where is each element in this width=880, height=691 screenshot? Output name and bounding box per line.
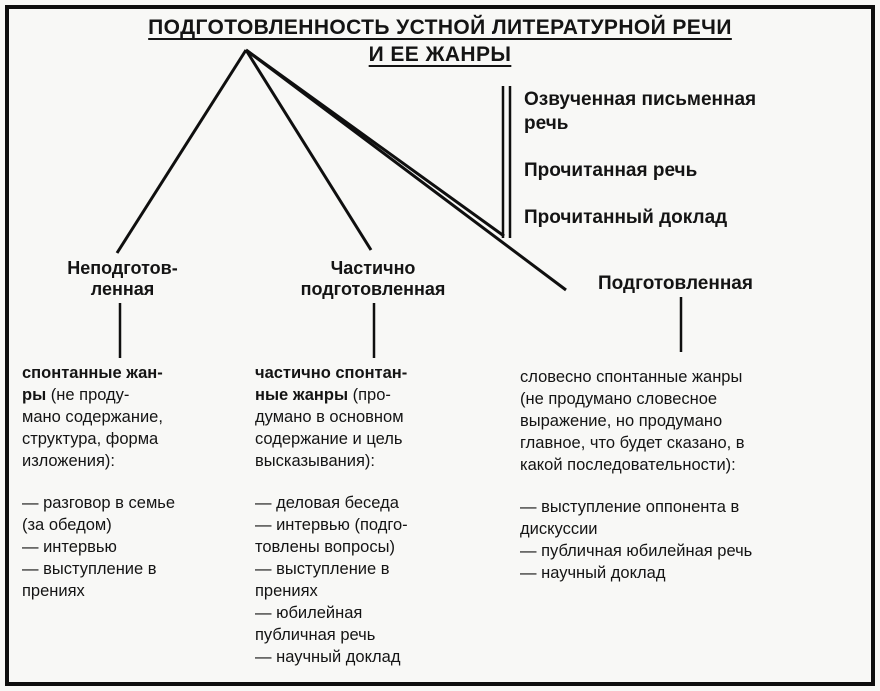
column-prepared: словесно спонтанные жанры (не продумано … (520, 366, 865, 584)
genre-item: — интервью (22, 538, 117, 556)
genre-item: — выступление оппонента в дискуссии (520, 498, 740, 538)
fan-line-to-prepared (245, 48, 567, 292)
column-unprepared: спонтанные жан- ры (не проду- мано содер… (22, 362, 232, 602)
genre-lead-rest: (не проду- мано содержание, структура, ф… (22, 386, 163, 470)
genre-lead-rest: (про- думано в основном содержание и цел… (255, 386, 404, 470)
genre-lead-rest: словесно спонтанные жанры (не продумано … (520, 368, 745, 474)
genre-list-unprepared: — разговор в семье (за обедом) — интервь… (22, 492, 232, 602)
diagram-title: ПОДГОТОВЛЕННОСТЬ УСТНОЙ ЛИТЕРАТУРНОЙ РЕЧ… (148, 16, 732, 66)
genre-item: — интервью (подго- товлены вопросы) (255, 516, 408, 556)
genre-item: — разговор в семье (за обедом) (22, 494, 176, 534)
genre-item: — публичная юбилейная речь (520, 542, 753, 560)
genre-item: — научный доклад (520, 564, 666, 582)
genre-item: — деловая беседа (255, 494, 399, 512)
read-speech-group: Озвученная письменная речь Прочитанная р… (524, 88, 854, 253)
genre-item: — научный доклад (255, 648, 401, 666)
genre-item: — выступление в прениях (22, 560, 157, 600)
branch-label-prepared: Подготовленная (598, 273, 753, 294)
fan-line-to-partially-prepared (244, 49, 373, 251)
column-partially-prepared: частично спонтан- ные жанры (про- думано… (255, 362, 465, 668)
genre-list-partially-prepared: — деловая беседа — интервью (подго- товл… (255, 492, 465, 668)
genre-lead-bold: частично спонтан- ные жанры (255, 364, 408, 404)
genre-lead-prepared: словесно спонтанные жанры (не продумано … (520, 366, 865, 476)
read-speech-item: Прочитанная речь (524, 160, 698, 181)
read-speech-item: Прочитанный доклад (524, 207, 728, 228)
genre-item: — выступление в прениях (255, 560, 390, 600)
genre-list-prepared: — выступление оппонента в дискуссии — пу… (520, 496, 865, 584)
read-speech-item: Озвученная письменная речь (524, 89, 757, 134)
branch-label-partially-prepared: Частично подготовленная (300, 258, 446, 299)
genre-lead-unprepared: спонтанные жан- ры (не проду- мано содер… (22, 362, 232, 472)
genre-lead-bold: спонтанные жан- ры (22, 364, 163, 404)
branch-label-unprepared: Неподготов- ленная (67, 258, 178, 299)
genre-item: — юбилейная публичная речь (255, 604, 376, 644)
genre-lead-partially-prepared: частично спонтан- ные жанры (про- думано… (255, 362, 465, 472)
fan-line-to-unprepared (115, 49, 248, 254)
